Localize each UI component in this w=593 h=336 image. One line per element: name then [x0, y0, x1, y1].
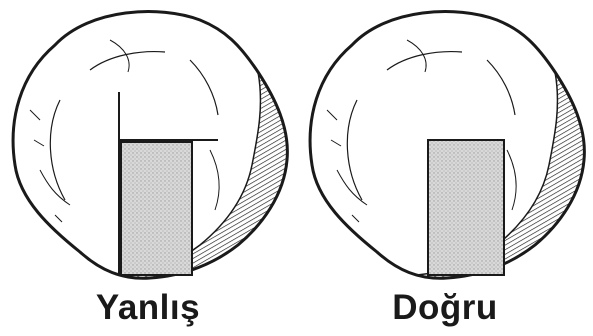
figure-wrong: Yanlış	[0, 0, 296, 336]
wrong-rock-drawing	[0, 0, 296, 290]
caption-correct: Doğru	[297, 286, 593, 330]
correct-rock-drawing	[297, 0, 593, 290]
figure-correct: Doğru	[297, 0, 593, 336]
sample-block	[428, 140, 504, 275]
sample-block	[121, 142, 192, 275]
caption-wrong: Yanlış	[0, 286, 296, 330]
